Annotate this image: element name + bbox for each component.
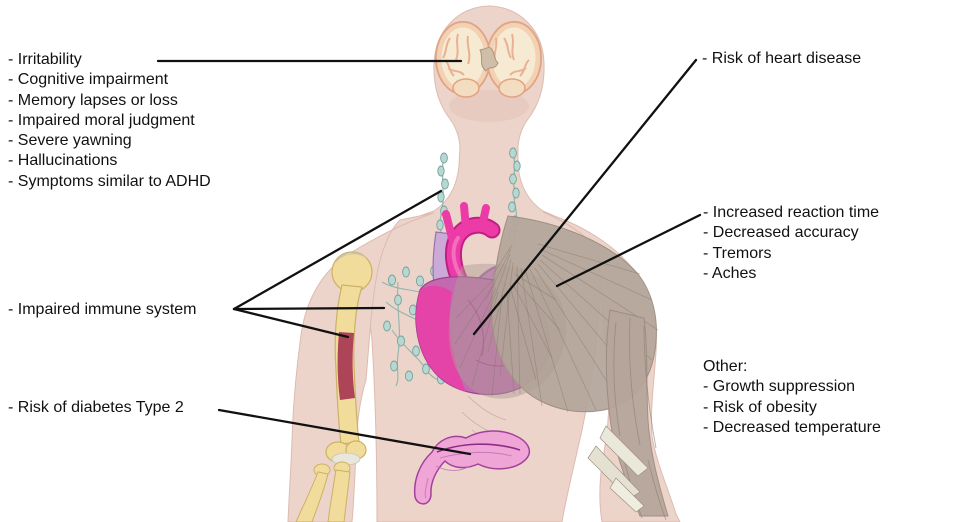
humeral-head-cartilage — [335, 252, 367, 263]
label-line: - Risk of heart disease — [702, 50, 862, 67]
label-line: - Hallucinations — [8, 152, 118, 170]
brain-temporal-lobe — [498, 78, 526, 98]
label-heading: Other: — [703, 358, 748, 375]
jaw-shading — [449, 90, 529, 122]
label-line: - Impaired immune system — [8, 301, 197, 318]
aorta — [442, 202, 501, 303]
brain-illustration — [435, 21, 542, 98]
elbow-tendon-1 — [599, 425, 649, 477]
label-motor-effects: - Increased reaction time - Decreased ac… — [703, 203, 879, 284]
label-other-effects: Other: - Growth suppression - Risk of ob… — [703, 357, 881, 438]
pectoral-striations — [454, 273, 561, 397]
label-line: - Decreased temperature — [703, 418, 881, 436]
label-diabetes-risk: - Risk of diabetes Type 2 — [8, 398, 184, 418]
label-immune-system: - Impaired immune system — [8, 300, 197, 320]
heart-bright-left — [415, 285, 466, 392]
muscle-illustration — [448, 215, 669, 521]
leader-line-immune-neck — [232, 189, 443, 311]
label-line: - Growth suppression — [703, 378, 856, 396]
red-bone-marrow — [337, 332, 355, 400]
label-line: - Symptoms similar to ADHD — [8, 172, 211, 190]
leader-line-pancreas — [217, 408, 472, 456]
brain-temporal-lobe — [452, 78, 480, 98]
label-line: - Irritability — [8, 51, 82, 68]
label-line: - Aches — [703, 264, 757, 282]
label-line: - Risk of diabetes Type 2 — [8, 399, 184, 416]
leader-line-immune-marrow — [232, 307, 350, 339]
forearm-bone-ulna — [327, 469, 351, 522]
label-line: - Cognitive impairment — [8, 71, 169, 89]
humerus-bone — [295, 251, 373, 522]
label-line: - Decreased accuracy — [703, 224, 859, 242]
leader-line-heart — [472, 58, 698, 336]
label-line: - Risk of obesity — [703, 398, 817, 416]
elbow-tendon-3 — [609, 477, 645, 513]
leader-line-muscle — [555, 213, 702, 288]
label-line: - Increased reaction time — [703, 204, 880, 221]
label-neurological-effects: - Irritability - Cognitive impairment - … — [8, 50, 211, 192]
label-line: - Tremors — [703, 244, 772, 262]
label-line: - Memory lapses or loss — [8, 91, 178, 109]
forearm-bone-radius — [295, 471, 329, 522]
label-heart-disease-risk: - Risk of heart disease — [702, 49, 861, 69]
brain-ventricles — [479, 46, 499, 72]
leader-line-immune-axilla — [232, 306, 386, 311]
leader-lines — [156, 58, 702, 456]
pancreas-texture — [424, 451, 513, 499]
label-line: - Impaired moral judgment — [8, 111, 195, 129]
label-line: - Severe yawning — [8, 132, 132, 150]
